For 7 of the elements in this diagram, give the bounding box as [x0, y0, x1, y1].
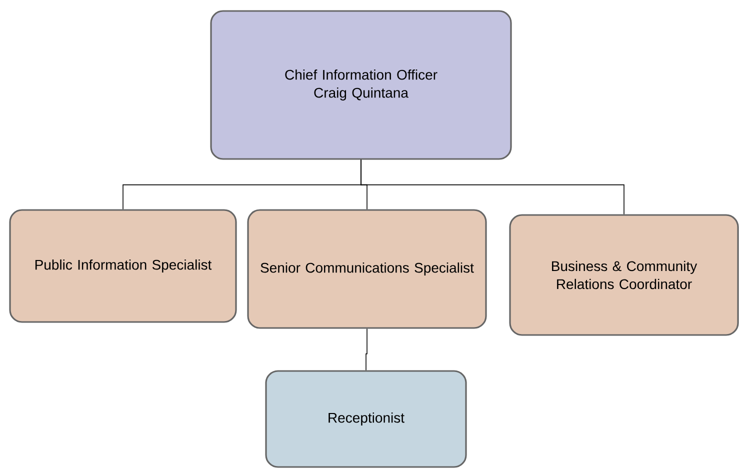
org-box: Receptionist — [265, 370, 467, 468]
org-box: Chief Information Officer Craig Quintana — [210, 10, 512, 160]
org-box: Senior Communications Specialist — [247, 209, 487, 329]
org-box: Business & Community Relations Coordinator — [509, 214, 739, 336]
org-box: Public Information Specialist — [9, 209, 237, 323]
connector-line — [360, 159, 624, 215]
connector-line — [366, 328, 368, 371]
